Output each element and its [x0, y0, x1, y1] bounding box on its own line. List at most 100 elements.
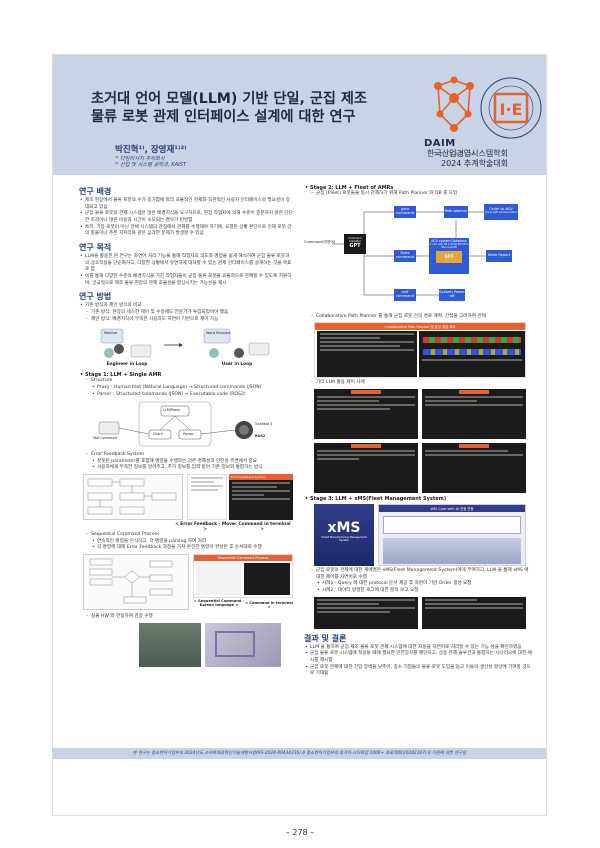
sequential-panel-title: Sequential Command Process	[194, 555, 292, 562]
error-feedback-bullet: 잘못된 parameter를 포함해 명령을 수행하는 것은 경제성과 안전성 …	[79, 459, 293, 466]
objective-bullet: 이를 통해 다양한 수준의 배경지식을 가진 작업자들이 군집 물류 로봇을 효…	[79, 274, 293, 287]
order-to-agv-box: Order to AGV Using mqtt communication	[484, 203, 518, 220]
llm-proxy-label: LLM/Proxy	[163, 408, 181, 413]
background-bullet: 군집 물류 로봇의 관제 시스템은 많은 배경지식을 요구하므로, 현장 작업자…	[79, 211, 293, 224]
floor-map-photo	[205, 622, 281, 667]
hardware-validation: 실물 HW 와 연동하여 검증 수행	[79, 614, 293, 621]
agv-database-box: AGV system Database 1. AGV state DB 2. R…	[429, 237, 469, 274]
structure-bullet: Structure	[79, 378, 293, 385]
method-bullet: 기존 방식과 제안 방식의 비교	[79, 303, 293, 310]
result-bullet: 군집 물류 로봇 시스템에 적용될 때에 필요한 안전장치를 제안하고, 상용 …	[304, 651, 534, 664]
parser-bullet: Parser : Structured commands (JSON) → Ex…	[79, 392, 293, 399]
system-power-box: System Power off	[439, 288, 465, 301]
xms-figure: xMS Smart Manufacturing Management Syste…	[314, 503, 526, 566]
error-feedback-panel	[187, 474, 227, 521]
sequential-panel: Sequential Command Process	[193, 554, 293, 599]
state-command-box: State command	[394, 249, 416, 262]
state-report-gpt: GPT	[436, 251, 462, 264]
conference-year: 2024 추계학술대회	[441, 159, 509, 168]
collab-figure-title: Collaborative Path Planner 및 중앙 결정 제어	[315, 323, 525, 331]
affiliation-1: ¹⁾ 다임리서치 주식회사	[115, 156, 165, 162]
error-terminal: Error Feedback System	[229, 474, 293, 521]
other-llm-bullet: 기타 LLM 활용 제어 사례	[304, 380, 534, 387]
error-flowchart	[83, 474, 183, 521]
method-sub-bullet: 기존 방식: 현장의 세스한 제어 및 수정에도 전문가가 투입되었어야 했음	[79, 310, 293, 317]
section-method-title: 연구 방법	[79, 292, 112, 302]
method-sub-bullet: 제안 방식: 배경지식이 부족한 사용자도 자연어 기반으로 제어 가능	[79, 317, 293, 324]
stage-3-title: Stage 3: LLM + xMS(Fleet Management Syst…	[304, 496, 534, 502]
left-column: 연구 배경 제조 현장에서 물류 로봇의 수가 증가함에 따라 효율적인 관제와…	[79, 182, 293, 669]
command-classifier-gpt: Command Classifier GPT	[344, 233, 366, 254]
architecture-connectors	[332, 211, 486, 295]
xms-logo: xMS	[327, 519, 361, 536]
engineer-vs-user-figure: Monitor Word Request Engineer in Loop Us…	[79, 325, 293, 369]
other-llm-figure	[314, 388, 526, 493]
result-bullet: LLM 을 통하여 군집 제조 물류 로봇 관제 시스템에 대한 자동을 자연어…	[304, 645, 534, 652]
stage-2-title: Stage 2: LLM + Fleet of AMRs	[304, 185, 534, 191]
sequential-figure: Sequential Command Process < Sequential …	[79, 554, 293, 612]
page-number: – 278 –	[285, 828, 315, 837]
error-terminal-title: Error Feedback System	[229, 474, 293, 481]
terminal-caption: < Command in terminal >	[233, 522, 291, 533]
title-line-2: 물류 로봇 관제 인터페이스 설계에 대한 연구	[91, 108, 356, 125]
engineer-loop-text: Monitor	[104, 331, 118, 336]
error-feedback-title: Error Feedback System	[79, 452, 293, 459]
collab-path-figure: Collaborative Path Planner 및 중앙 결정 제어	[314, 322, 526, 379]
background-bullet: 특히, 기봉 로봇이 아닌 전체 시스템의 관점에서 관제를 수행해야 하기에,…	[79, 225, 293, 238]
agv-database-label: AGV system Database	[431, 238, 467, 243]
section-results-title: 결과 및 결론	[304, 633, 347, 643]
poster-title: 초거대 언어 모델(LLM) 기반 단일, 군집 제조 물류 로봇 관제 인터페…	[91, 91, 421, 127]
poster: 초거대 언어 모델(LLM) 기반 단일, 군집 제조 물류 로봇 관제 인터페…	[53, 55, 546, 815]
svg-text:I·E: I·E	[500, 100, 523, 119]
research-wordmark: RESEARCH	[434, 152, 476, 158]
stage-3-case-1: 사례1 : Query 에 대한 protocol 문서 제공 후 자연어 기반…	[304, 581, 534, 588]
objective-bullet: LLM을 활용한 본 연구는 자연어 처리 기능을 통해 작업자의 의도와 명령…	[79, 254, 293, 274]
exit-command-box: exit command	[394, 288, 416, 301]
conference-name: 한국산업경영시스템학회	[427, 149, 508, 158]
xms-terminals	[314, 596, 526, 629]
parser-label: Parser	[183, 432, 194, 437]
stage-3-case-2: 사례2 : 데이터 방생한 로그에 대한 분석 보고 요청	[304, 588, 534, 595]
right-column: Stage 2: LLM + Fleet of AMRs 군집 (Fleet) …	[304, 182, 534, 678]
sequential-terminal-caption: < Command in terminal >	[245, 601, 293, 610]
user-loop-text: Word Request	[206, 331, 231, 336]
background-bullet: 제조 현장에서 물류 로봇의 수가 증가함에 따라 효율적인 관제와 직관적인 …	[79, 198, 293, 211]
error-feedback-bullet: 사용자에게 부족한 정보를 알려주고, 추가 정보를 입력 받아 기존 정보와 …	[79, 465, 293, 472]
user-in-loop-label: User in Loop	[221, 362, 253, 368]
robot-photo	[139, 622, 201, 667]
xms-logo-panel: xMS Smart Manufacturing Management Syste…	[314, 503, 374, 566]
single-amr-diagram	[98, 401, 253, 447]
engineer-in-loop-label: Engineer in Loop	[106, 362, 148, 368]
error-feedback-caption: < Error Feedback - Move >	[175, 522, 235, 533]
error-feedback-figure: Error Feedback System < Error Feedback -…	[79, 474, 293, 533]
order-to-agv-sub: Using mqtt communication	[484, 211, 518, 215]
xms-core-title: xMS Core with AI 관점 연동	[379, 504, 525, 512]
turtlebot-label: Turtlebot 4	[255, 422, 273, 427]
loop-comparison-diagram	[100, 328, 270, 359]
funding-note: 본 연구는 중소벤처기업부의 2024년도 스마트제조혁신기술개발사업(RS-2…	[53, 748, 546, 759]
classifier-label: Command Classifier	[348, 237, 362, 243]
agv-database-lines: 1. AGV state DB 2. Route RTP DB 3. Main …	[429, 243, 469, 249]
stage-1-title: Stage 1: LLM + Single AMR	[79, 372, 293, 378]
order-to-agv-label: Order to AGV	[489, 207, 513, 212]
client-label: Client	[153, 432, 163, 437]
stage-2-bullet: 군집 (Fleet) 로봇들을 동시 관제하기 위해 Path Planner …	[304, 191, 534, 198]
path-planner-box: Path planner	[444, 205, 468, 218]
proxy-bullet: Proxy : Human text (Natural Language) → …	[79, 385, 293, 392]
xms-core-panel: xMS Core with AI 관점 연동	[378, 503, 526, 566]
authors: 박진혁¹⁾, 장영재¹⁾²⁾	[115, 145, 187, 155]
sequential-title: Sequential Command Process	[79, 532, 293, 539]
command-input-label: Command(자연어)	[304, 239, 336, 244]
sequential-bullet: 각 명령에 대해 Error Feedback 과정을 거쳐 온전한 명령이 완…	[79, 545, 293, 552]
xms-tagline: Smart Manufacturing Management System	[321, 535, 367, 542]
report-gpt-label: GPT	[444, 253, 454, 259]
ros2-label: ROS2	[255, 434, 266, 439]
daim-wordmark: DAIM	[424, 138, 456, 149]
state-report-box: State Report	[486, 249, 512, 262]
result-bullet: 군집 로봇 관제에 대한 진입 장벽을 낮추어, 중소 기업들의 물류 로봇 도…	[304, 665, 534, 678]
section-background-title: 연구 배경	[79, 187, 112, 196]
poster-header: 초거대 언어 모델(LLM) 기반 단일, 군집 제조 물류 로봇 관제 인터페…	[53, 55, 546, 175]
stage-3-bullet: 군집 로봇의 관제에 대한 계에권은 xMS(Fleet Management …	[304, 568, 534, 581]
text-command-label: Text Command	[93, 436, 117, 441]
collab-bullet: Collaborative Path Planner 를 통해 군집 로봇 간의…	[304, 314, 534, 321]
